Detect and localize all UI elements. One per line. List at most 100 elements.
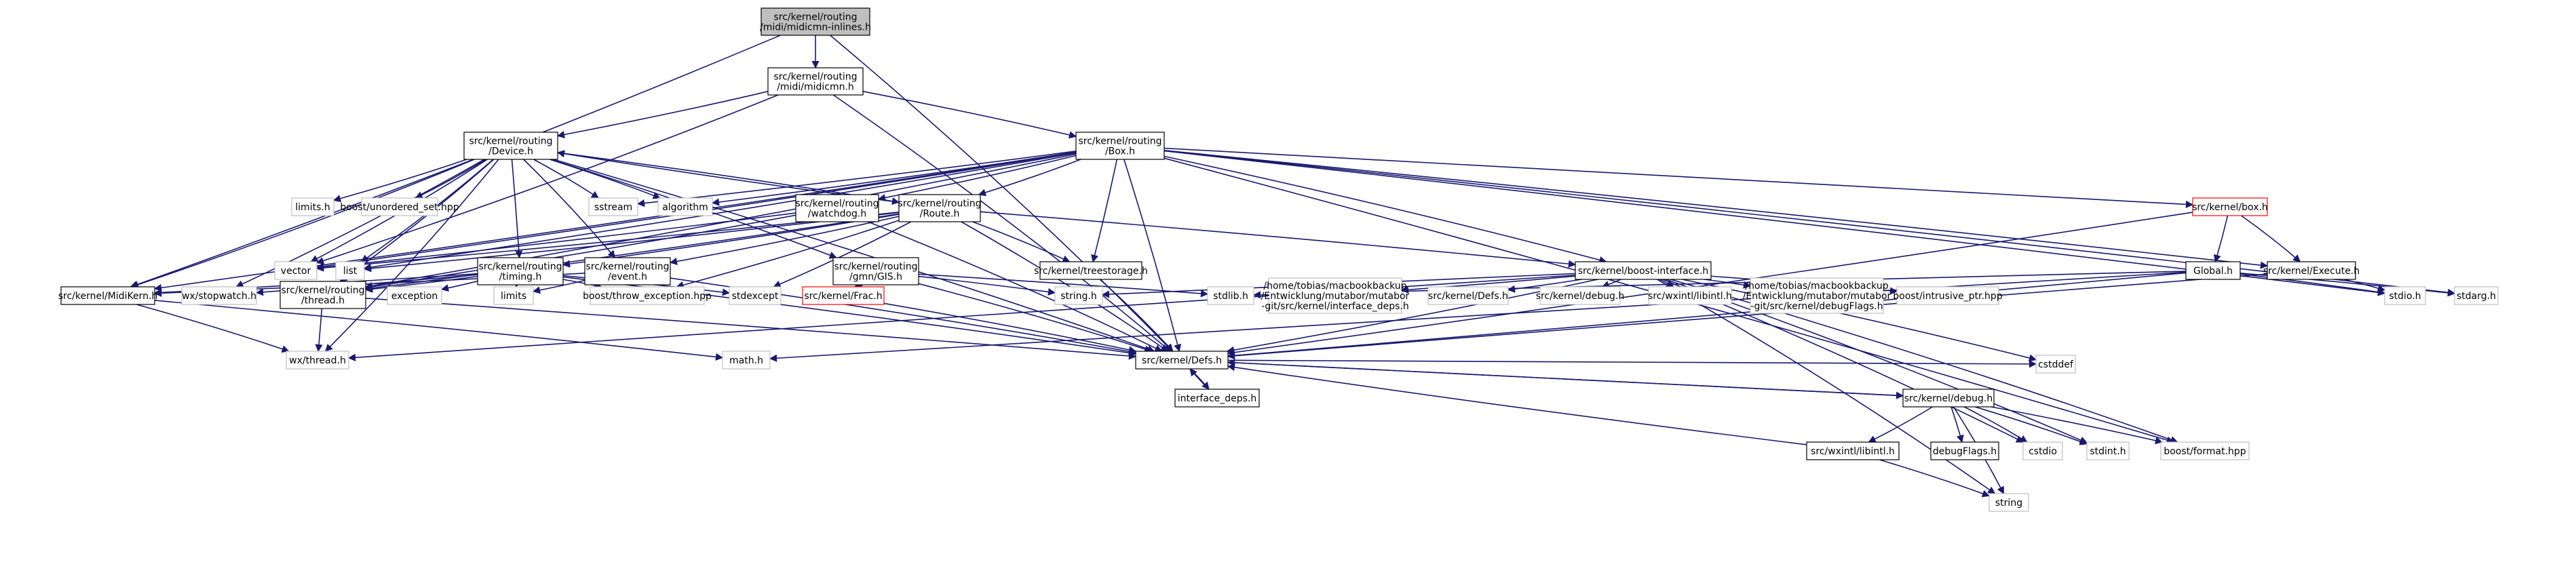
node-watchdog[interactable]: src/kernel/routing/watchdog.h xyxy=(795,194,879,222)
node-stdlib-h: stdlib.h xyxy=(1207,286,1254,305)
node-box xyxy=(2454,286,2499,305)
node-midikern[interactable]: src/kernel/MidiKern.h xyxy=(58,286,158,305)
node-label: algorithm xyxy=(662,202,708,213)
node-debug[interactable]: src/kernel/debug.h xyxy=(1902,389,1995,408)
edge-box-to-route xyxy=(978,159,1081,197)
edge-debug-to-cstdio xyxy=(1963,406,2028,443)
node-defs[interactable]: src/kernel/Defs.h xyxy=(1135,351,1229,370)
node-label: /timing.h xyxy=(499,272,542,283)
edge-device-to-wxstopwatch xyxy=(235,159,485,288)
node-label: debugFlags.h xyxy=(1933,446,1997,457)
node-box xyxy=(361,197,438,216)
node-box xyxy=(1575,261,1712,280)
node-label: src/kernel/routing xyxy=(469,136,552,147)
edge-route-to-stdexcept xyxy=(773,221,912,288)
node-event[interactable]: src/kernel/routing/event.h xyxy=(584,257,671,285)
edge-defs-to-cstddef xyxy=(1227,359,2037,368)
node-global[interactable]: Global.h xyxy=(2185,261,2241,280)
node-label: /gmn/GIS.h xyxy=(849,272,902,283)
edge-boost_interface-to-boost_format xyxy=(1670,279,2178,443)
node-label: wx/thread.h xyxy=(289,355,346,366)
edge-box-to-watchdog xyxy=(877,155,1077,202)
node-box xyxy=(832,257,919,285)
node-box xyxy=(2192,197,2268,216)
node-box xyxy=(181,286,257,305)
node-box xyxy=(387,286,442,305)
node-label: /watchdog.h xyxy=(808,209,866,220)
node-midicmn-inlines[interactable]: src/kernel/routing/midi/midicmn-inlines.… xyxy=(760,7,871,36)
node-label: src/wxintl/libintl.h xyxy=(1648,291,1732,302)
node-gmngis[interactable]: src/kernel/routing/gmn/GIS.h xyxy=(832,257,919,285)
edge-thread-to-defs xyxy=(365,297,1137,360)
node-frac[interactable]: src/kernel/Frac.h xyxy=(802,286,885,305)
node-label: /event.h xyxy=(608,272,647,283)
node-label: stdint.h xyxy=(2090,446,2126,457)
node-label: src/kernel/boost-interface.h xyxy=(1578,266,1709,277)
node-cstddef: cstddef xyxy=(2035,355,2076,374)
node-label: stdarg.h xyxy=(2457,291,2496,302)
node-label: /Entwicklung/mutabor/mutabor xyxy=(1743,291,1891,302)
edge-device-to-sstream xyxy=(533,159,600,199)
node-wxintl[interactable]: src/wxintl/libintl.h xyxy=(1806,441,1900,460)
nodes: src/kernel/routing/midi/midicmn-inlines.… xyxy=(58,7,2499,512)
node-box xyxy=(584,257,671,285)
node-label: exception xyxy=(391,291,438,302)
node-kernel-defs-ext: src/kernel/Defs.h xyxy=(1427,286,1509,305)
edge-box-to-kernel_box xyxy=(1164,147,2194,208)
node-label: stdlib.h xyxy=(1213,291,1248,302)
node-debugflags[interactable]: debugFlags.h xyxy=(1930,441,1999,460)
node-box xyxy=(493,286,534,305)
node-label: /Device.h xyxy=(488,146,533,157)
node-box[interactable]: src/kernel/routing/Box.h xyxy=(1075,132,1165,160)
node-device[interactable]: src/kernel/routing/Device.h xyxy=(463,132,558,160)
node-label: src/kernel/routing xyxy=(281,285,364,296)
node-execute[interactable]: src/kernel/Execute.h xyxy=(2263,261,2360,280)
edge-boost_interface-to-string xyxy=(1657,279,1996,494)
node-label: src/kernel/debug.h xyxy=(1904,393,1993,404)
node-box xyxy=(1268,277,1402,314)
edge-execute-to-stdio_h xyxy=(2344,279,2386,292)
edge-event-to-limits xyxy=(532,279,585,294)
node-exception: exception xyxy=(387,286,442,305)
edge-debug-to-debugflags xyxy=(1950,406,1964,443)
edge-gmngis-to-string_h xyxy=(918,275,1056,296)
edge-thread-to-wxthread xyxy=(315,308,323,353)
node-label: /Entwicklung/mutabor/mutabor xyxy=(1261,291,1410,302)
node-label: /midi/midicmn.h xyxy=(777,82,854,93)
node-box xyxy=(722,351,771,370)
node-box xyxy=(657,197,713,216)
node-label: /Box.h xyxy=(1105,146,1135,157)
node-label: /Route.h xyxy=(920,209,960,220)
node-label: boost/throw_exception.hpp xyxy=(583,291,712,302)
node-treestorage[interactable]: src/kernel/treestorage.h xyxy=(1034,261,1148,280)
edge-midikern-to-wxthread xyxy=(136,304,290,353)
node-label: cstddef xyxy=(2038,359,2074,370)
node-box xyxy=(1427,286,1509,305)
node-kernel-box[interactable]: src/kernel/box.h xyxy=(2192,197,2268,216)
node-label: sstream xyxy=(594,202,632,213)
edge-watchdog-to-thread xyxy=(364,214,796,291)
edge-device-to-midikern xyxy=(130,159,475,289)
node-interface-deps[interactable]: interface_deps.h xyxy=(1174,389,1260,408)
node-label: src/kernel/Frac.h xyxy=(804,291,882,302)
node-box xyxy=(1648,286,1732,305)
node-label: src/kernel/Defs.h xyxy=(1142,355,1222,366)
node-box xyxy=(1135,351,1229,370)
node-thread[interactable]: src/kernel/routing/thread.h xyxy=(280,281,366,309)
node-midicmn[interactable]: src/kernel/routing/midi/midicmn.h xyxy=(767,67,864,96)
node-label: string xyxy=(1995,498,2022,509)
node-list: list xyxy=(335,261,365,280)
node-boost-interface[interactable]: src/kernel/boost-interface.h xyxy=(1575,261,1712,280)
node-limits-h: limits.h xyxy=(291,197,334,216)
edge-global-to-defs xyxy=(1227,272,2187,359)
edge-timing-to-throw_exception xyxy=(562,279,602,290)
node-box xyxy=(291,197,334,216)
node-label: src/kernel/box.h xyxy=(2192,202,2268,213)
edge-treestorage-to-defs xyxy=(1099,279,1174,352)
node-box xyxy=(1075,132,1165,160)
edge-kernel_box-to-global xyxy=(2213,215,2229,263)
node-timing[interactable]: src/kernel/routing/timing.h xyxy=(477,257,564,285)
node-label: limits.h xyxy=(295,202,330,213)
node-route[interactable]: src/kernel/routing/Route.h xyxy=(898,194,982,222)
